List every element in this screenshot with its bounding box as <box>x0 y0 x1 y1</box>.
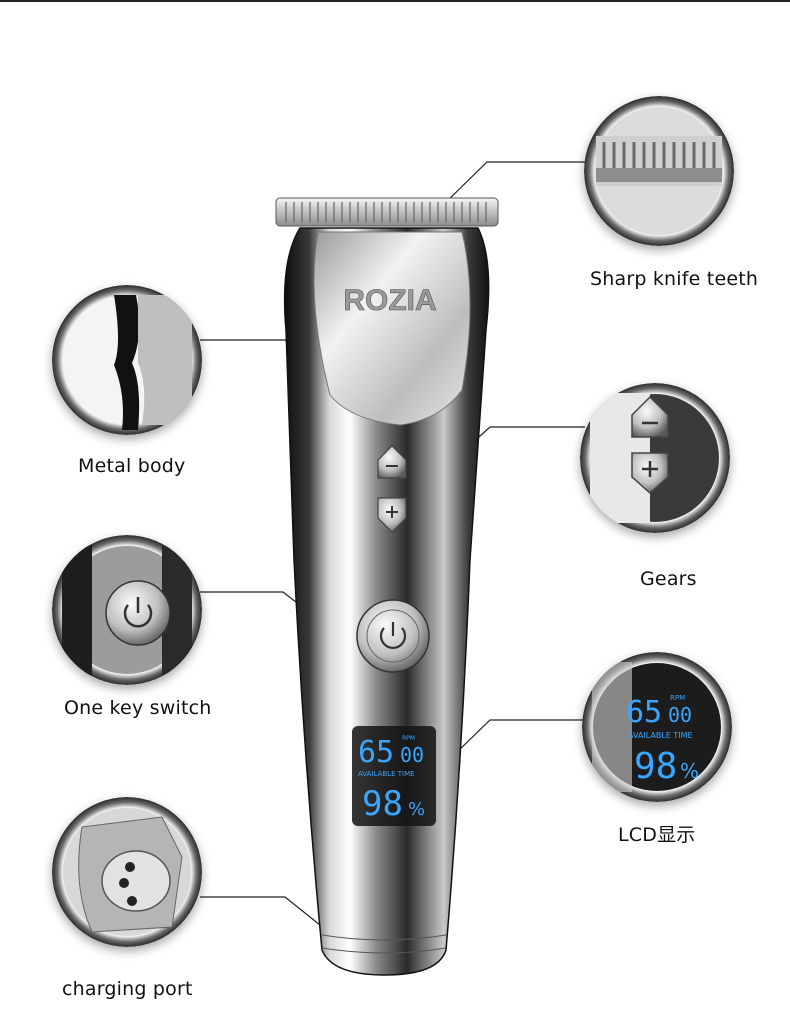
lcd-display: 65 00 RPM AVAILABLE TIME 98 % <box>352 726 436 826</box>
leader-line-teeth <box>439 161 585 209</box>
svg-text:98: 98 <box>634 746 677 787</box>
power-icon <box>379 627 407 650</box>
lcd-battery-unit: % <box>408 799 425 820</box>
label-one-key-switch: One key switch <box>64 697 212 719</box>
blade-guard <box>275 197 499 227</box>
switch-detail-bubble <box>52 535 202 685</box>
label-metal-body: Metal body <box>78 455 186 477</box>
lcd-time-label: AVAILABLE TIME <box>358 770 415 778</box>
charging-port-detail-bubble <box>52 797 202 947</box>
label-charging-port: charging port <box>62 978 193 1000</box>
gear-minus-button <box>377 445 407 479</box>
brand-plate <box>313 231 471 426</box>
blade-teeth <box>285 202 487 222</box>
brand-logo: ROZIA <box>343 284 436 317</box>
label-sharp-knife-teeth: Sharp knife teeth <box>590 268 759 290</box>
svg-text:RPM: RPM <box>670 694 685 702</box>
svg-text:00: 00 <box>668 703 692 727</box>
lcd-rpm-label: RPM <box>402 735 415 742</box>
label-gears: Gears <box>640 568 697 590</box>
trimmer: ROZIA 65 00 RPM AVAILABLE TIME 98 % <box>275 197 499 976</box>
gears-detail-bubble <box>580 383 730 533</box>
lcd-battery: 98 <box>362 784 403 824</box>
svg-text:%: % <box>680 759 699 783</box>
svg-text:65: 65 <box>626 695 662 730</box>
metal-body-detail-bubble <box>52 285 202 435</box>
label-lcd-display: LCD显示 <box>618 824 696 846</box>
lcd-detail-bubble: 65 00 RPM AVAILABLE TIME 98 % <box>582 652 732 802</box>
top-border-line <box>0 0 790 2</box>
svg-text:AVAILABLE TIME: AVAILABLE TIME <box>628 731 693 740</box>
lcd-rpm-zeros: 00 <box>400 743 424 767</box>
lcd-rpm-digits: 65 <box>358 735 394 770</box>
teeth-detail-bubble <box>584 96 734 246</box>
